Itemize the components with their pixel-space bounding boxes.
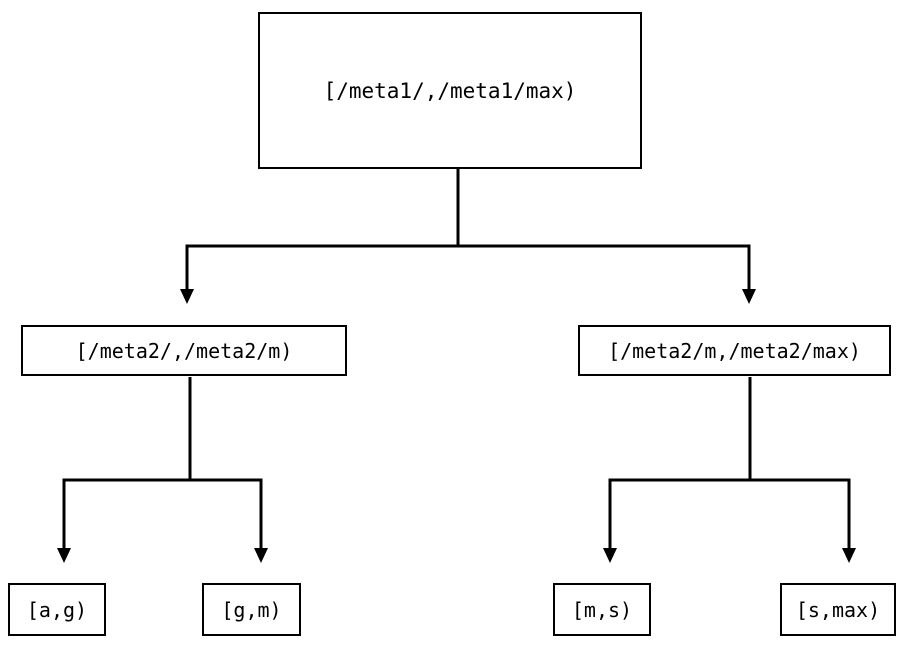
arrowhead-icon — [57, 548, 71, 563]
arrowhead-icon — [180, 289, 194, 304]
edge-mid-right-to-leaf-3 — [603, 377, 752, 563]
arrowhead-icon — [603, 548, 617, 563]
tree-node-leaf-4[interactable]: [s,max) — [780, 583, 896, 636]
tree-node-root[interactable]: [/meta1/,/meta1/max) — [258, 12, 642, 169]
edge-mid-left-to-leaf-2 — [188, 377, 268, 563]
edge-root-to-mid-left — [180, 169, 460, 304]
tree-node-mid-left[interactable]: [/meta2/,/meta2/m) — [21, 325, 347, 376]
edge-mid-left-to-leaf-1 — [57, 377, 192, 563]
tree-node-leaf-3[interactable]: [m,s) — [553, 583, 651, 636]
arrowhead-icon — [254, 548, 268, 563]
edge-mid-right-to-leaf-4 — [748, 377, 856, 563]
arrowhead-icon — [742, 289, 756, 304]
tree-node-leaf-1[interactable]: [a,g) — [8, 583, 106, 636]
arrowhead-icon — [842, 548, 856, 563]
tree-node-mid-right[interactable]: [/meta2/m,/meta2/max) — [578, 325, 891, 376]
tree-node-leaf-2[interactable]: [g,m) — [202, 583, 301, 636]
edge-root-to-mid-right — [456, 169, 756, 304]
